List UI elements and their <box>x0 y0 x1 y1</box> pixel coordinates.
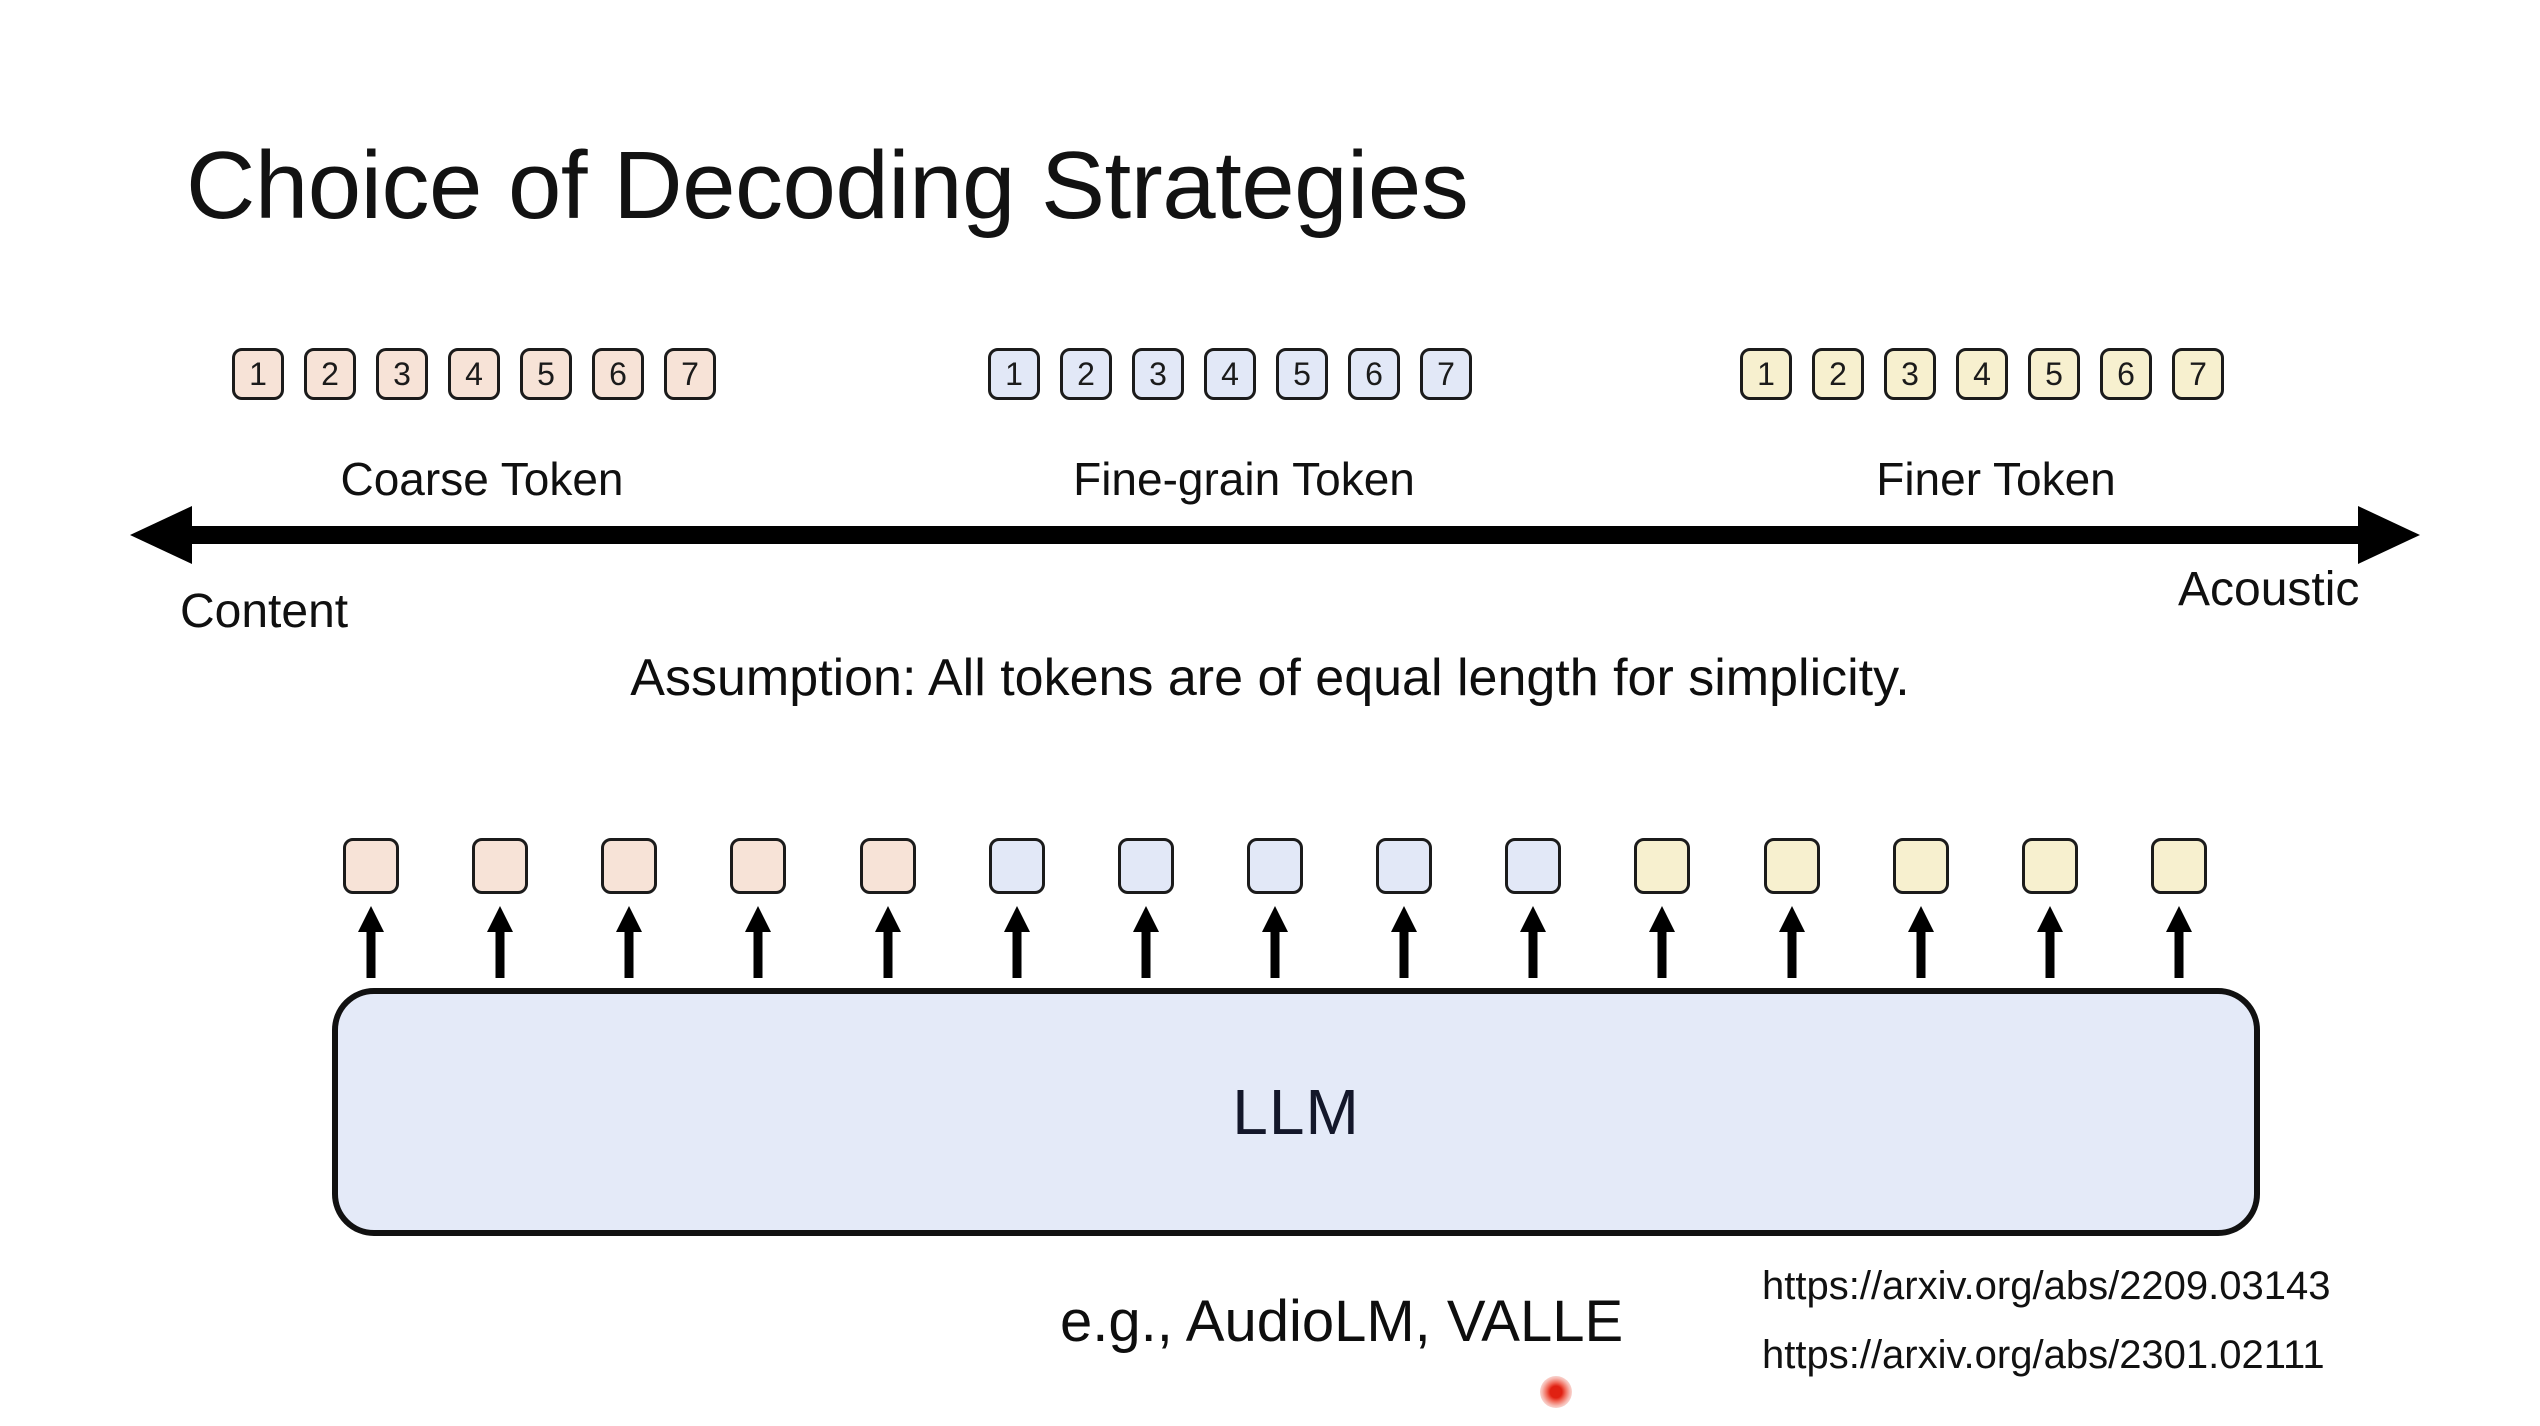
output-token-box <box>601 838 658 894</box>
token-box: 4 <box>1956 348 2008 400</box>
output-token-box <box>1117 838 1174 894</box>
up-arrow-icon <box>874 906 901 978</box>
up-arrow-icon <box>1907 906 1934 978</box>
up-arrow-icon <box>2036 906 2063 978</box>
output-token-cell <box>1761 838 1823 978</box>
token-box: 3 <box>376 348 428 400</box>
output-token-cell <box>1631 838 1693 978</box>
up-arrow-icon <box>1778 906 1805 978</box>
token-box: 5 <box>1276 348 1328 400</box>
token-box: 3 <box>1132 348 1184 400</box>
output-token-cell <box>986 838 1048 978</box>
page-title: Choice of Decoding Strategies <box>186 132 1469 239</box>
double-headed-arrow-icon <box>130 506 2420 564</box>
token-box: 1 <box>1740 348 1792 400</box>
token-box: 7 <box>1420 348 1472 400</box>
up-arrow-icon <box>1261 906 1288 978</box>
output-token-row <box>340 838 2210 978</box>
output-token-box <box>1634 838 1691 894</box>
group-label-coarse: Coarse Token <box>340 453 624 505</box>
output-token-box <box>859 838 916 894</box>
example-models-text: e.g., AudioLM, VALLE <box>1060 1289 1624 1354</box>
token-box: 2 <box>1060 348 1112 400</box>
token-box: 5 <box>520 348 572 400</box>
output-token-cell <box>469 838 531 978</box>
token-box: 7 <box>2172 348 2224 400</box>
axis-label-content: Content <box>180 585 349 638</box>
up-arrow-icon <box>745 906 772 978</box>
output-token-box <box>1376 838 1433 894</box>
token-box: 6 <box>2100 348 2152 400</box>
output-token-cell <box>1890 838 1952 978</box>
output-token-box <box>1763 838 1820 894</box>
token-box: 6 <box>1348 348 1400 400</box>
llm-label: LLM <box>1232 1076 1360 1148</box>
group-label-fine-grain: Fine-grain Token <box>1073 453 1415 505</box>
output-token-cell <box>1502 838 1564 978</box>
output-token-cell <box>340 838 402 978</box>
output-token-box <box>1892 838 1949 894</box>
output-token-box <box>730 838 787 894</box>
up-arrow-icon <box>1649 906 1676 978</box>
token-box: 4 <box>448 348 500 400</box>
output-token-cell <box>1244 838 1306 978</box>
token-box: 5 <box>2028 348 2080 400</box>
output-token-cell <box>2148 838 2210 978</box>
output-token-cell <box>857 838 919 978</box>
output-token-box <box>2150 838 2207 894</box>
output-token-cell <box>1115 838 1177 978</box>
token-box: 2 <box>1812 348 1864 400</box>
output-token-cell <box>1373 838 1435 978</box>
up-arrow-icon <box>1003 906 1030 978</box>
up-arrow-icon <box>1391 906 1418 978</box>
reference-link-1[interactable]: https://arxiv.org/abs/2209.03143 <box>1762 1264 2331 1308</box>
reference-link-2[interactable]: https://arxiv.org/abs/2301.02111 <box>1762 1333 2325 1377</box>
up-arrow-icon <box>1132 906 1159 978</box>
token-box: 4 <box>1204 348 1256 400</box>
group-label-finer: Finer Token <box>1876 453 2116 505</box>
output-token-cell <box>598 838 660 978</box>
laser-pointer-dot <box>1540 1376 1572 1408</box>
up-arrow-icon <box>487 906 514 978</box>
token-box: 1 <box>232 348 284 400</box>
output-token-box <box>1505 838 1562 894</box>
output-token-box <box>988 838 1045 894</box>
output-token-box <box>343 838 399 894</box>
llm-block: LLM <box>332 988 2260 1236</box>
token-box: 1 <box>988 348 1040 400</box>
token-box: 7 <box>664 348 716 400</box>
up-arrow-icon <box>1520 906 1547 978</box>
token-box: 2 <box>304 348 356 400</box>
reference-links: https://arxiv.org/abs/2209.03143 https:/… <box>1762 1264 2331 1378</box>
output-token-cell <box>2019 838 2081 978</box>
token-box: 6 <box>592 348 644 400</box>
output-token-box <box>2021 838 2078 894</box>
output-token-cell <box>727 838 789 978</box>
output-token-box <box>1246 838 1303 894</box>
up-arrow-icon <box>358 906 384 978</box>
token-box: 3 <box>1884 348 1936 400</box>
up-arrow-icon <box>616 906 643 978</box>
assumption-note: Assumption: All tokens are of equal leng… <box>630 649 1910 707</box>
axis-label-acoustic: Acoustic <box>2178 563 2360 616</box>
output-token-box <box>472 838 529 894</box>
up-arrow-icon <box>2165 906 2192 978</box>
